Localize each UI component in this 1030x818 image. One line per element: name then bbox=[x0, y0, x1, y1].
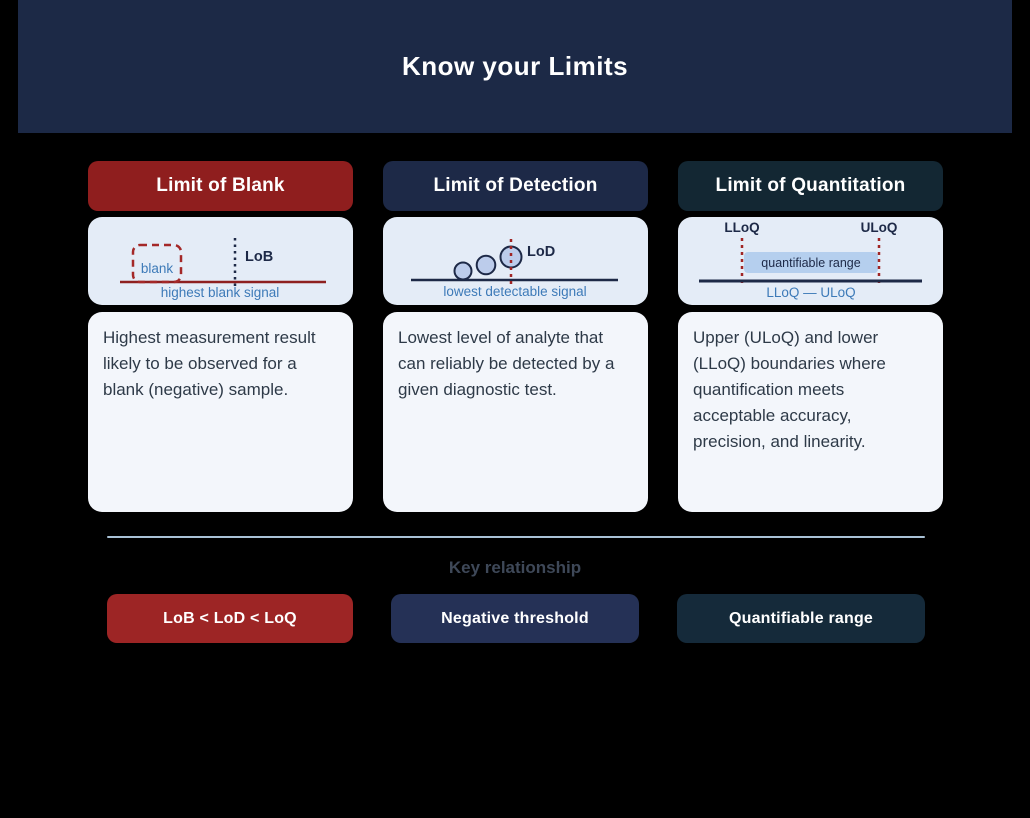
quantifiable-range-band-icon bbox=[744, 252, 878, 273]
pill-negative-threshold: Negative threshold bbox=[391, 594, 639, 643]
loq-diagram-icon: LLoQ ULoQ quantifiable range LLoQ — ULoQ bbox=[699, 220, 922, 300]
lob-description-card: Highest measurement result likely to be … bbox=[88, 312, 353, 512]
loq-diagram-card: LLoQ ULoQ quantifiable range LLoQ — ULoQ bbox=[678, 217, 943, 305]
page-title: Know your Limits bbox=[401, 51, 629, 81]
pill-quantifiable-range: Quantifiable range bbox=[677, 594, 925, 643]
limit-of-detection-header: Limit of Detection bbox=[383, 161, 648, 211]
limit-of-blank-header: Limit of Blank bbox=[88, 161, 353, 211]
column-limit-of-detection: Limit of Detection LoD lowest detectable… bbox=[383, 161, 648, 512]
sample-dot-2-icon bbox=[475, 254, 497, 276]
lod-description-card: Lowest level of analyte that can reliabl… bbox=[383, 312, 648, 512]
title-banner: Know your Limits bbox=[18, 0, 1012, 133]
quantifiable-range-label: quantifiable range bbox=[761, 256, 860, 270]
sample-dot-3-icon bbox=[499, 245, 523, 269]
key-relationship-heading: Key relationship bbox=[448, 558, 582, 577]
pill-lob-lod-loq: LoB < LoD < LoQ bbox=[107, 594, 353, 643]
limit-of-blank-header-label: Limit of Blank bbox=[156, 175, 285, 196]
sample-dot-1-icon bbox=[453, 261, 473, 281]
lod-diagram-card: LoD lowest detectable signal bbox=[383, 217, 648, 305]
uloq-label: ULoQ bbox=[861, 220, 898, 235]
lob-diagram-icon: blank LoB highest blank signal bbox=[120, 238, 326, 300]
limit-of-detection-header-label: Limit of Detection bbox=[433, 175, 598, 196]
lloq-label: LLoQ bbox=[724, 220, 759, 235]
lob-diagram-card: blank LoB highest blank signal bbox=[88, 217, 353, 305]
limits-columns: Limit of Blank blank LoB highest blank s… bbox=[88, 161, 943, 512]
limit-of-quantitation-header: Limit of Quantitation bbox=[678, 161, 943, 211]
lod-threshold-label: LoD bbox=[527, 244, 555, 260]
limit-of-quantitation-header-label: Limit of Quantitation bbox=[715, 175, 906, 196]
loq-description-card: Upper (ULoQ) and lower (LLoQ) boundaries… bbox=[678, 312, 943, 512]
lob-threshold-label: LoB bbox=[245, 249, 273, 265]
blank-box-label: blank bbox=[141, 261, 174, 276]
loq-axis-label: LLoQ — ULoQ bbox=[766, 285, 855, 300]
lod-diagram-icon: LoD lowest detectable signal bbox=[411, 239, 618, 299]
lod-axis-label: lowest detectable signal bbox=[443, 284, 586, 299]
lod-description-text: Lowest level of analyte that can reliabl… bbox=[398, 328, 615, 399]
blank-distribution-box-icon bbox=[131, 243, 183, 284]
column-limit-of-blank: Limit of Blank blank LoB highest blank s… bbox=[88, 161, 353, 512]
lob-axis-label: highest blank signal bbox=[161, 285, 280, 300]
key-relationship-pills: LoB < LoD < LoQ Negative threshold Quant… bbox=[107, 594, 925, 643]
loq-description-text: Upper (ULoQ) and lower (LLoQ) boundaries… bbox=[693, 328, 886, 451]
section-divider bbox=[107, 536, 925, 538]
lob-description-text: Highest measurement result likely to be … bbox=[103, 328, 316, 399]
column-limit-of-quantitation: Limit of Quantitation LLoQ ULoQ quantifi… bbox=[678, 161, 943, 512]
